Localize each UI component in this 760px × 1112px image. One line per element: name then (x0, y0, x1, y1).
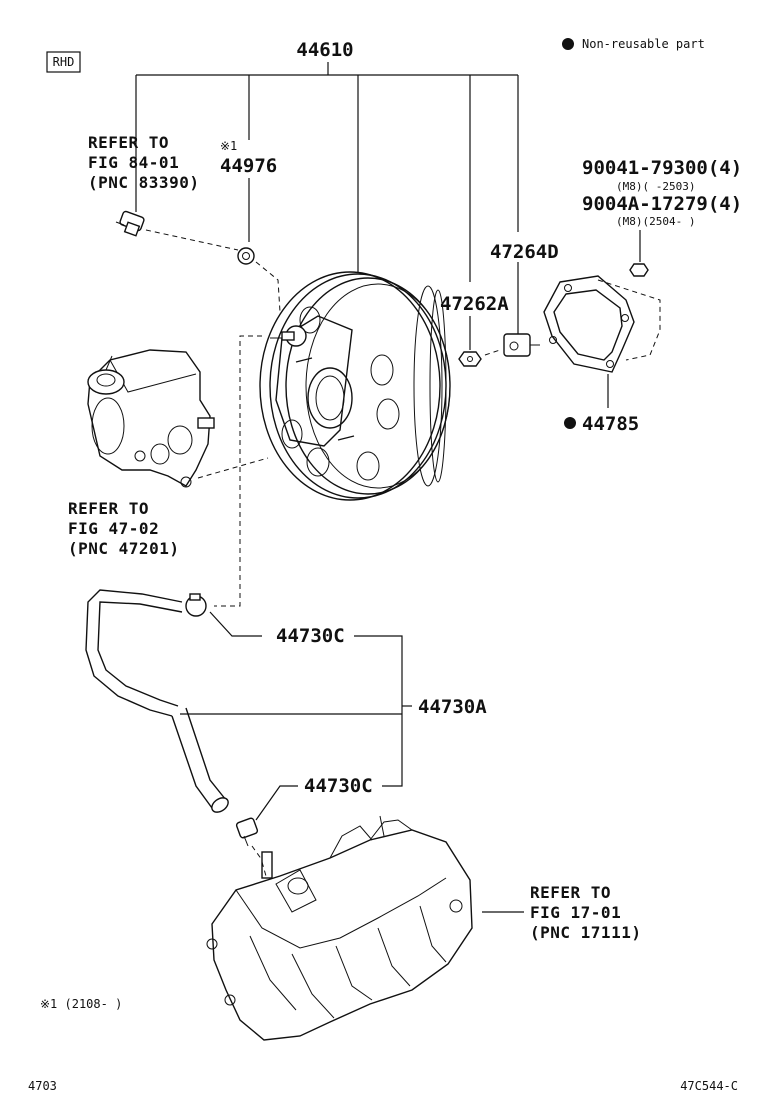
footer-right-code: 47C544-C (680, 1079, 738, 1093)
gasket-icon (543, 275, 661, 373)
part-44610-callout[interactable]: 44610 (135, 39, 519, 282)
footnote-text: ※1 (2108- ) (40, 997, 122, 1011)
svg-text:FIG 84-01[interactable]: FIG 84-01 (88, 153, 179, 172)
part-number-9004a[interactable]: 9004A-17279(4) (582, 193, 742, 215)
part-number-44610[interactable]: 44610 (296, 39, 353, 61)
part-number-47264d[interactable]: 47264D (490, 241, 559, 263)
refer-fig-47-02[interactable]: REFER TO FIG 47-02 (PNC 47201) (68, 499, 179, 558)
svg-text:REFER TO[interactable]: REFER TO (530, 883, 611, 902)
footer-left-code: 4703 (28, 1079, 57, 1093)
note-marker-1: ※1 (220, 139, 237, 153)
part-44976-callout[interactable]: ※1 44976 (220, 139, 277, 242)
brake-booster-icon (259, 271, 451, 501)
non-reusable-dot-icon (562, 38, 574, 50)
part-number-47262a[interactable]: 47262A (440, 293, 509, 315)
bolt-callouts[interactable]: 90041-79300(4) (M8)( -2503) 9004A-17279(… (582, 157, 742, 262)
clevis-icon (503, 333, 540, 357)
svg-text:(PNC 17111)[interactable]: (PNC 17111) (530, 923, 641, 942)
vacuum-hose-icon (85, 589, 229, 813)
clamp-lower-icon (235, 817, 259, 847)
svg-text:(PNC 47201)[interactable]: (PNC 47201) (68, 539, 179, 558)
non-reusable-dot-icon (564, 417, 576, 429)
part-47264d-callout[interactable]: 47264D (490, 241, 559, 334)
legend: Non-reusable part (562, 37, 705, 51)
part-47262a-callout[interactable]: 47262A (440, 293, 509, 350)
nut-icon (629, 263, 649, 277)
refer-fig-17-01[interactable]: REFER TO FIG 17-01 (PNC 17111) (482, 883, 641, 942)
part-number-44785[interactable]: 44785 (582, 413, 639, 435)
svg-text:FIG 17-01[interactable]: FIG 17-01 (530, 903, 621, 922)
rhd-badge: RHD (46, 51, 81, 73)
part-44785-callout[interactable]: 44785 (564, 374, 639, 435)
svg-text:(PNC 83390)[interactable]: (PNC 83390) (88, 173, 199, 192)
svg-text:FIG 47-02[interactable]: FIG 47-02 (68, 519, 159, 538)
note-90041: (M8)( -2503) (616, 180, 695, 193)
intake-manifold-icon (206, 815, 473, 1041)
part-number-44730c-upper[interactable]: 44730C (276, 625, 345, 647)
master-cylinder-icon (87, 349, 215, 488)
note-9004a: (M8)(2504- ) (616, 215, 695, 228)
part-number-90041[interactable]: 90041-79300(4) (582, 157, 742, 179)
part-number-44976[interactable]: 44976 (220, 155, 277, 177)
part-number-44730a[interactable]: 44730A (418, 696, 487, 718)
legend-text: Non-reusable part (582, 37, 705, 51)
clamp-upper-icon (185, 593, 207, 617)
vacuum-sensor-icon (115, 210, 145, 237)
part-number-44730c-lower[interactable]: 44730C (304, 775, 373, 797)
nut-47262a-icon (458, 351, 482, 367)
refer-fig-84-01[interactable]: REFER TO FIG 84-01 (PNC 83390) (88, 133, 199, 192)
svg-text:REFER TO[interactable]: REFER TO (88, 133, 169, 152)
check-valve-icon (237, 247, 255, 265)
svg-text:REFER TO[interactable]: REFER TO (68, 499, 149, 518)
part-44730-callout[interactable]: 44730C 44730A 44730C (180, 611, 487, 821)
rhd-badge-text: RHD (53, 55, 75, 69)
